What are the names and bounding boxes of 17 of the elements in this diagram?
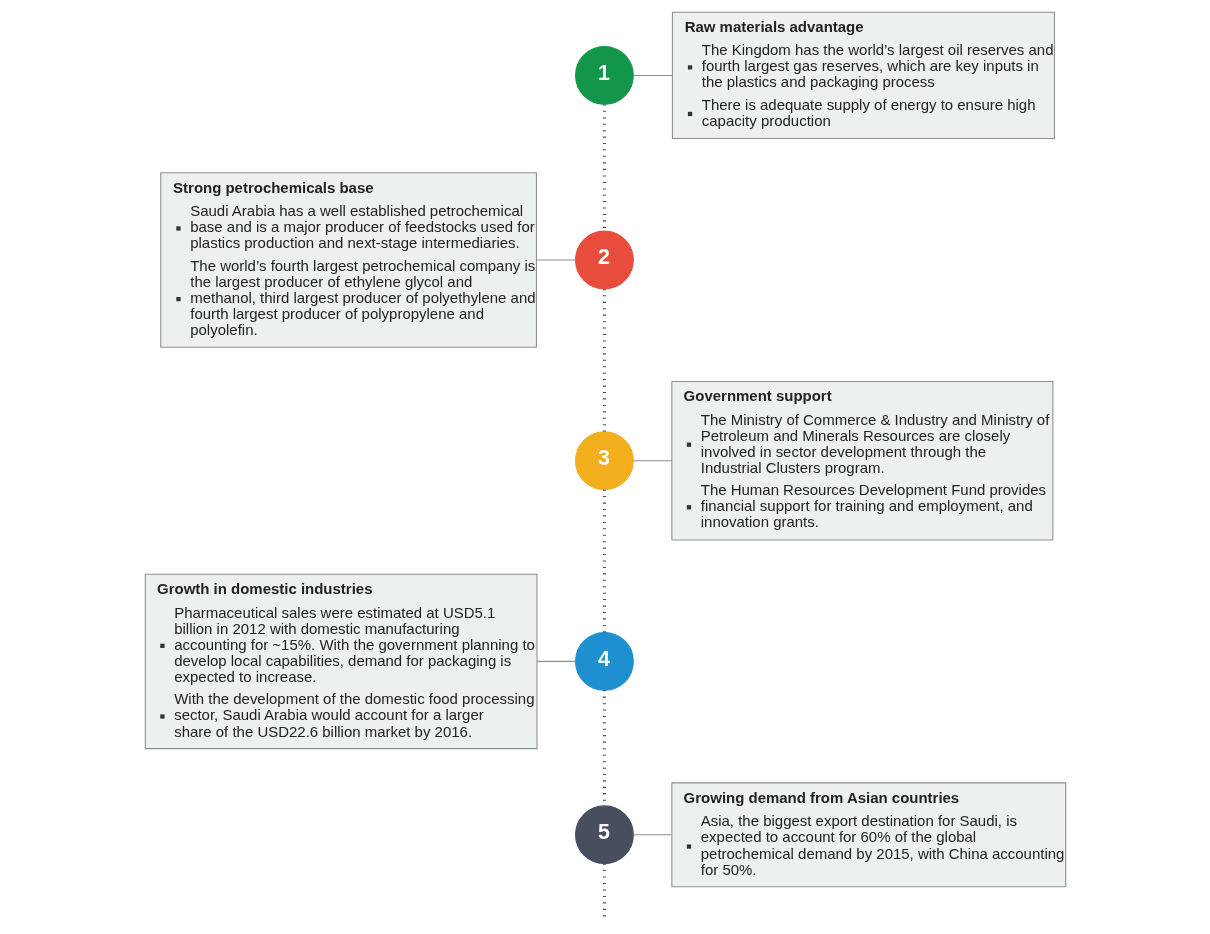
connector — [536, 660, 576, 662]
connector — [602, 289, 606, 432]
connector — [602, 489, 606, 633]
node-box: Growth in domestic industries Pharmaceutical sales were estimated at USD5.1 billion in 2012 with domestic manufacturing accounting for ~15%. With the government planning to develop local capabilities, demand for packaging is expected to increase. With the development of the domestic food processing sector, Saudi Arabia would account for a larger share of the USD22.6 billion market by 2016. — [144, 573, 538, 750]
node-circle: 3 — [574, 431, 634, 491]
connector — [535, 259, 576, 261]
node-circle: 1 — [574, 46, 634, 105]
connector — [632, 74, 673, 76]
connector — [632, 834, 672, 836]
node-box: Strong petrochemicals base Saudi Arabia has a well established petrochemical base and is a major producer of feedstocks used for plastics production and next-stage intermediaries. The world’s fourth largest petrochemical company is the largest producer of ethylene glycol and methanol, third largest producer of polyethylene and fourth largest producer of polypropylene and polyolefin. — [159, 172, 537, 348]
node-box: Government support The Ministry of Commerce & Industry and Ministry of Petroleum and Minerals Resources are closely involved in sector development through the Industrial Clusters program. The Human Resources Development Fund provides financial support for training and employment, and innovation grants. — [670, 381, 1053, 541]
node-circle: 2 — [574, 230, 634, 290]
node-box: Raw materials advantage The Kingdom has the world’s largest oil reserves and fourth largest gas reserves, which are key inputs in the plastics and packaging process There is adequate supply of energy to ensure high capacity production — [671, 11, 1055, 140]
node-circle: 4 — [574, 631, 634, 691]
node-circle: 5 — [574, 805, 634, 865]
node-box: Growing demand from Asian countries Asia, the biggest export destination for Saudi, is expected to account for 60% of the global petrochemical demand by 2015, with China accounting for 50%. — [670, 782, 1066, 888]
connector — [632, 460, 672, 462]
